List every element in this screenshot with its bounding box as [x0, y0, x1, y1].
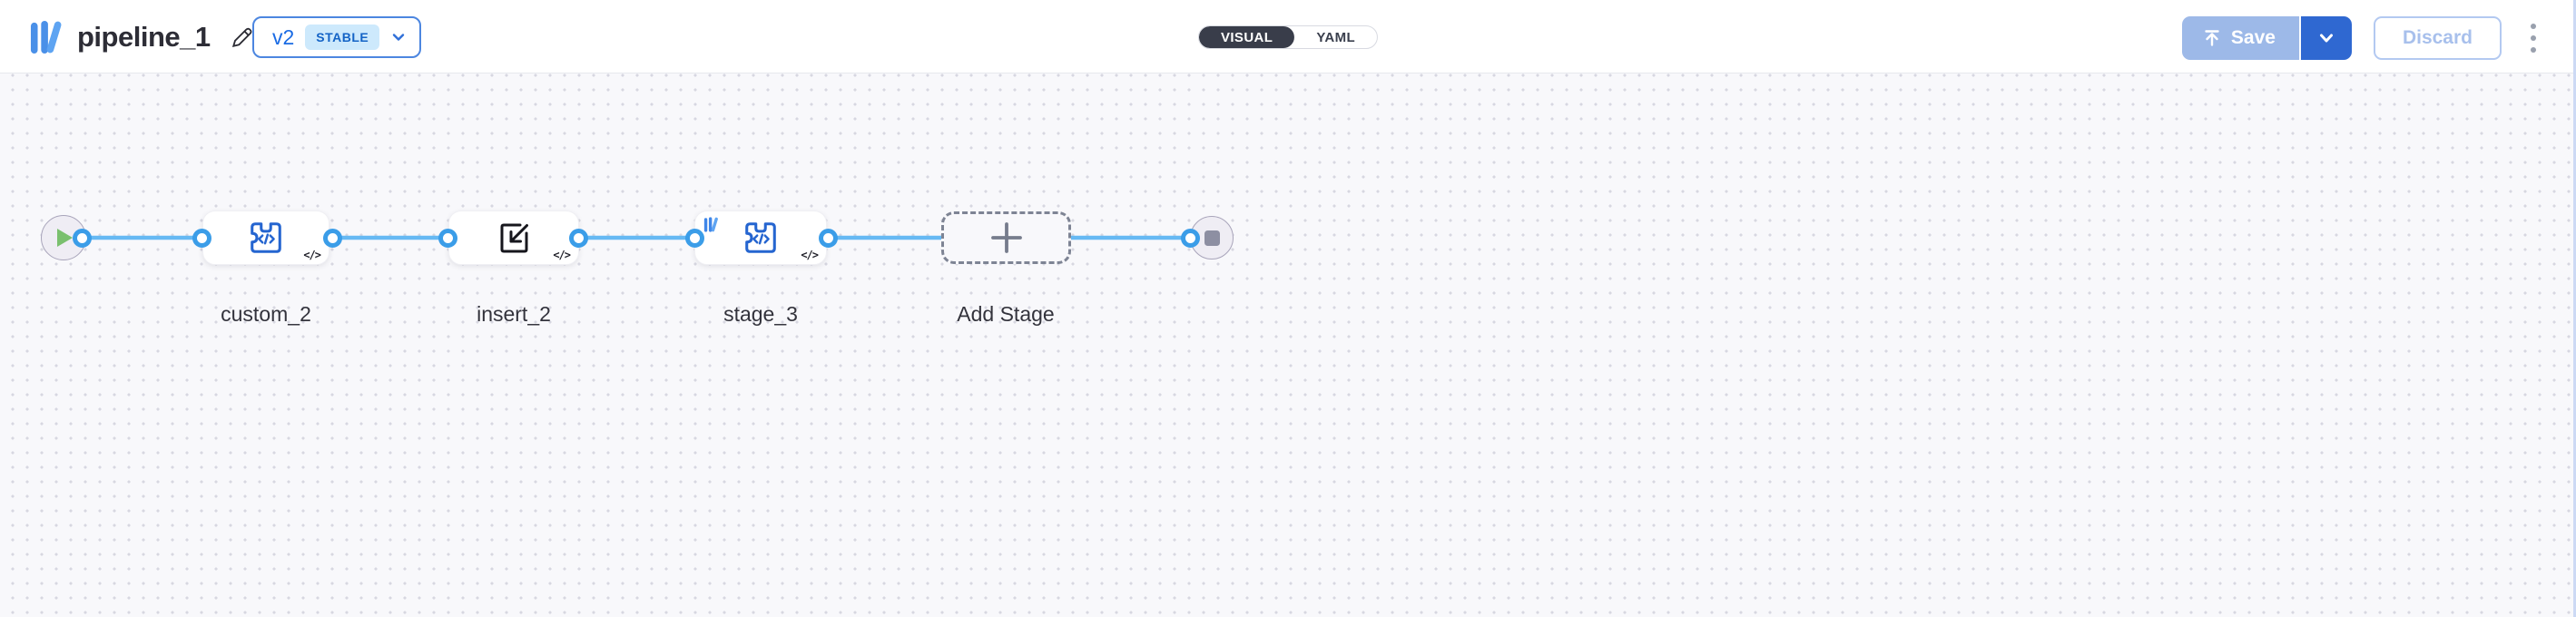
port-end-in[interactable]	[1180, 228, 1200, 248]
add-stage-label: Add Stage	[957, 302, 1055, 326]
pipeline-canvas[interactable]: </> </> </>	[0, 73, 2576, 617]
upload-icon	[2205, 30, 2219, 46]
pipeline-edges	[79, 235, 1193, 240]
pipeline-end-node[interactable]	[1190, 216, 1234, 260]
edit-pencil-icon[interactable]	[231, 25, 254, 49]
port-stage3-out[interactable]	[818, 228, 838, 248]
tab-visual[interactable]: VISUAL	[1198, 26, 1295, 48]
view-mode-toggle: VISUAL YAML	[1197, 25, 1379, 49]
library-icon	[703, 217, 718, 232]
save-label: Save	[2230, 27, 2276, 48]
code-editor-badge: </>	[553, 249, 571, 261]
save-button[interactable]: Save	[2181, 16, 2301, 60]
version-selector[interactable]: v2 STABLE	[252, 16, 422, 58]
stop-icon	[1204, 230, 1220, 246]
window-right-edge	[2573, 0, 2576, 617]
save-options-button[interactable]	[2300, 16, 2352, 60]
plus-icon	[990, 222, 1022, 253]
stage-node-custom-2[interactable]: </>	[202, 211, 329, 265]
chevron-down-icon	[393, 34, 405, 41]
brand: pipeline_1	[30, 0, 254, 73]
add-stage-button[interactable]	[941, 211, 1071, 264]
save-split-button: Save	[2181, 16, 2352, 60]
kebab-dot	[2531, 35, 2536, 41]
port-insert2-in[interactable]	[438, 228, 457, 248]
kebab-dot	[2531, 24, 2536, 29]
top-bar: pipeline_1 v2 STABLE VISUAL YAML Save	[0, 0, 2576, 73]
port-start-out[interactable]	[72, 228, 92, 248]
header-actions: Save Discard	[2181, 16, 2543, 60]
code-editor-badge: </>	[801, 249, 819, 261]
custom-plugin-code-icon	[251, 222, 281, 253]
port-insert2-out[interactable]	[568, 228, 588, 248]
kebab-dot	[2531, 47, 2536, 53]
insert-import-icon	[500, 223, 528, 253]
version-label: v2	[272, 24, 295, 49]
port-stage3-in[interactable]	[684, 228, 704, 248]
stage-label-insert-2: insert_2	[477, 302, 551, 326]
tab-yaml[interactable]: YAML	[1316, 29, 1356, 45]
stage-label-custom-2: custom_2	[221, 302, 311, 326]
code-editor-badge: </>	[303, 249, 321, 261]
stage-node-stage-3[interactable]: </>	[694, 211, 827, 265]
port-custom2-in[interactable]	[192, 228, 211, 248]
discard-button[interactable]: Discard	[2373, 16, 2502, 60]
stage-label-stage-3: stage_3	[723, 302, 798, 326]
stage-node-insert-2[interactable]: </>	[448, 211, 579, 265]
play-icon	[57, 229, 73, 247]
status-badge: STABLE	[305, 24, 380, 50]
custom-plugin-code-icon	[745, 222, 776, 253]
pipeline-library-logo	[30, 20, 62, 54]
more-options-menu[interactable]	[2523, 18, 2543, 58]
chevron-down-icon	[2319, 34, 2333, 43]
page-title: pipeline_1	[77, 20, 211, 53]
port-custom2-out[interactable]	[322, 228, 342, 248]
